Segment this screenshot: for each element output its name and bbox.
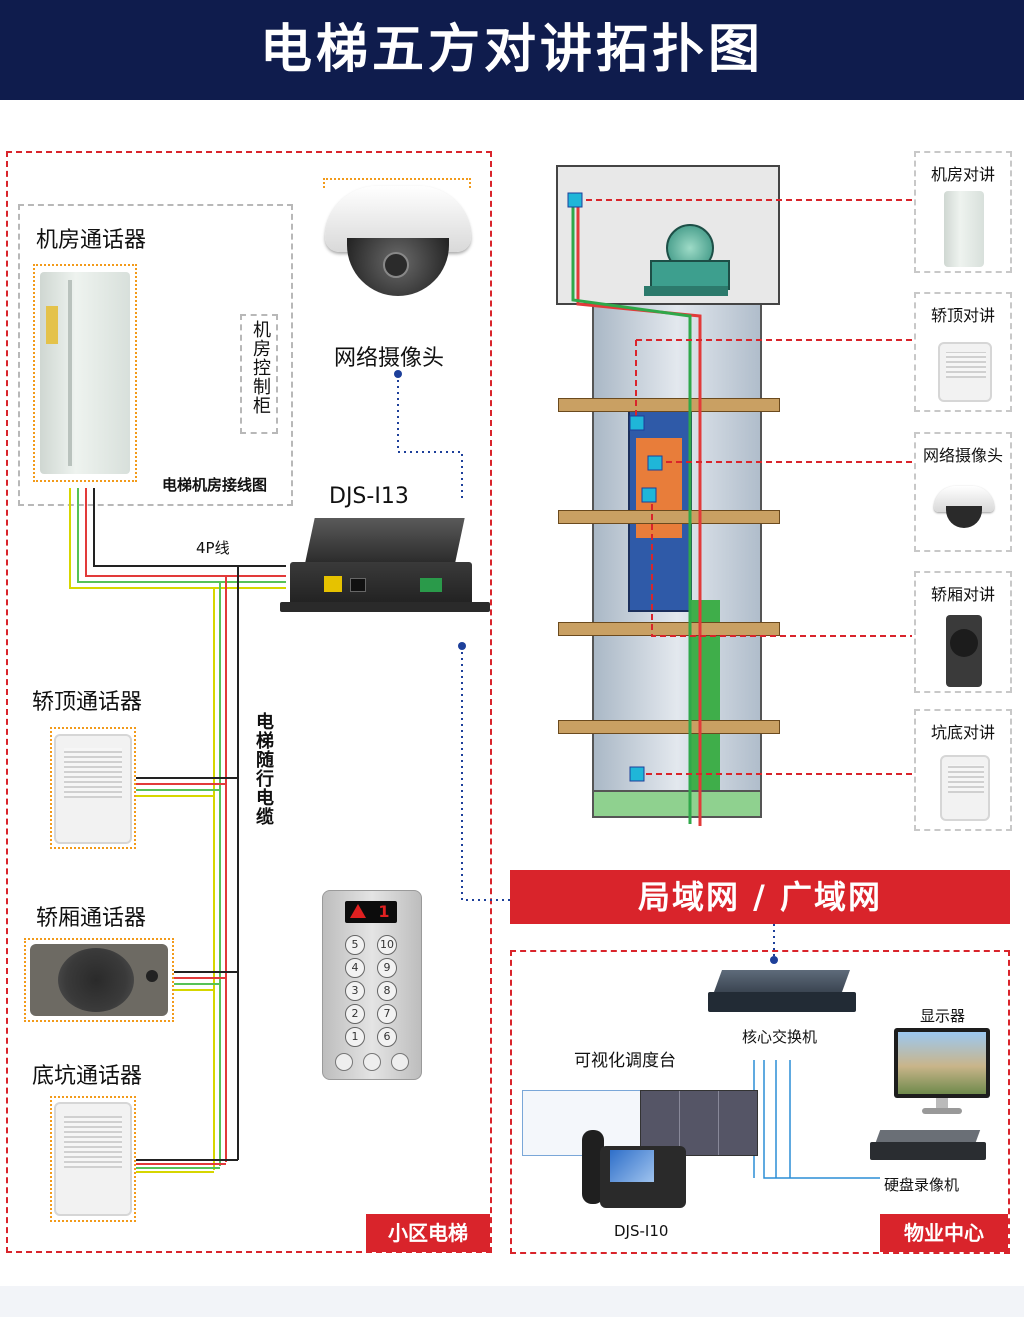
floor-button[interactable]: 10	[377, 935, 397, 955]
floor-button[interactable]: 9	[377, 958, 397, 978]
right-panel-label: 坑底对讲	[930, 723, 995, 742]
floor-button[interactable]: 3	[345, 981, 365, 1001]
right-panel-label: 轿厢对讲	[930, 585, 995, 604]
header-bar	[0, 0, 1024, 100]
car-top-phone-label: 轿顶通话器	[32, 690, 143, 715]
community-elevator-section	[6, 151, 492, 1253]
core-switch-label: 核心交换机	[742, 1028, 818, 1046]
floor-slab-1	[558, 398, 780, 412]
machine-room-phone-frame	[33, 264, 137, 482]
control-cabinet-box	[240, 314, 278, 434]
pit-phone-device	[54, 1102, 132, 1216]
pit-phone-frame	[50, 1096, 136, 1222]
right-panel-label: 机房对讲	[930, 165, 995, 184]
traction-machine	[644, 218, 730, 304]
djs-i10-phone	[582, 1130, 686, 1212]
machine-room-wiring-box	[18, 204, 293, 506]
footer-strip	[0, 1286, 1024, 1317]
right-panel-camera: 网络摄像头	[914, 432, 1012, 552]
camera-frame	[323, 178, 471, 188]
floor-slab-4	[558, 720, 780, 734]
camera-label: 网络摄像头	[334, 346, 445, 371]
property-center-section	[510, 950, 1010, 1254]
right-panel-car-top: 轿顶对讲	[914, 292, 1012, 412]
right-panel-machine-room: 机房对讲	[914, 151, 1012, 273]
right-panel-label: 网络摄像头	[922, 446, 1003, 465]
floor-button[interactable]: 5	[345, 935, 365, 955]
floor-button[interactable]: 1	[345, 1027, 365, 1047]
monitor-label: 显示器	[920, 1007, 966, 1025]
floor-button[interactable]: 2	[345, 1004, 365, 1024]
right-panel-pit: 坑底对讲	[914, 709, 1012, 831]
dispatch-screens	[520, 1086, 758, 1158]
floor-button[interactable]: 6	[377, 1027, 397, 1047]
community-elevator-tag: 小区电梯	[366, 1214, 490, 1252]
floor-display: 1	[378, 902, 390, 921]
floor-button[interactable]: 4	[345, 958, 365, 978]
car-top-phone-frame	[50, 727, 136, 849]
cable-4p-label: 4P线	[196, 539, 230, 557]
network-banner: 局域网 / 广域网	[510, 870, 1010, 924]
pit-floor	[592, 790, 762, 818]
floor-button[interactable]: 7	[377, 1004, 397, 1024]
monitor-device	[894, 1028, 990, 1116]
wiring-diagram-caption: 电梯机房接线图	[162, 476, 268, 494]
core-switch-device	[708, 970, 856, 1018]
nvr-device	[870, 1130, 986, 1162]
dome-camera	[325, 182, 471, 300]
page-title: 电梯五方对讲拓扑图	[259, 20, 764, 80]
djs-i13-device	[280, 518, 490, 614]
car-top-phone-device	[54, 734, 132, 844]
car-phone-label: 轿厢通话器	[36, 906, 147, 931]
traveling-cable-label: 电梯随行电缆	[253, 712, 274, 826]
right-panel-label: 轿顶对讲	[930, 306, 995, 325]
machine-room-phone-label: 机房通话器	[36, 228, 147, 253]
floor-button[interactable]: 8	[377, 981, 397, 1001]
property-center-tag: 物业中心	[880, 1214, 1008, 1252]
dispatch-console-label: 可视化调度台	[574, 1051, 676, 1071]
pit-phone-label: 底坑通话器	[32, 1064, 143, 1089]
djs-i10-label: DJS-I10	[614, 1222, 669, 1240]
nvr-label: 硬盘录像机	[884, 1176, 960, 1194]
djs-i13-label: DJS-I13	[329, 484, 409, 509]
machine-room-phone-device	[40, 272, 130, 474]
control-cabinet-label: 机房控制柜	[250, 320, 271, 415]
car-phone-frame	[24, 938, 174, 1022]
car-phone-device	[30, 944, 168, 1016]
floor-slab-3	[558, 622, 780, 636]
floor-slab-2	[558, 510, 780, 524]
right-panel-car: 轿厢对讲	[914, 571, 1012, 693]
